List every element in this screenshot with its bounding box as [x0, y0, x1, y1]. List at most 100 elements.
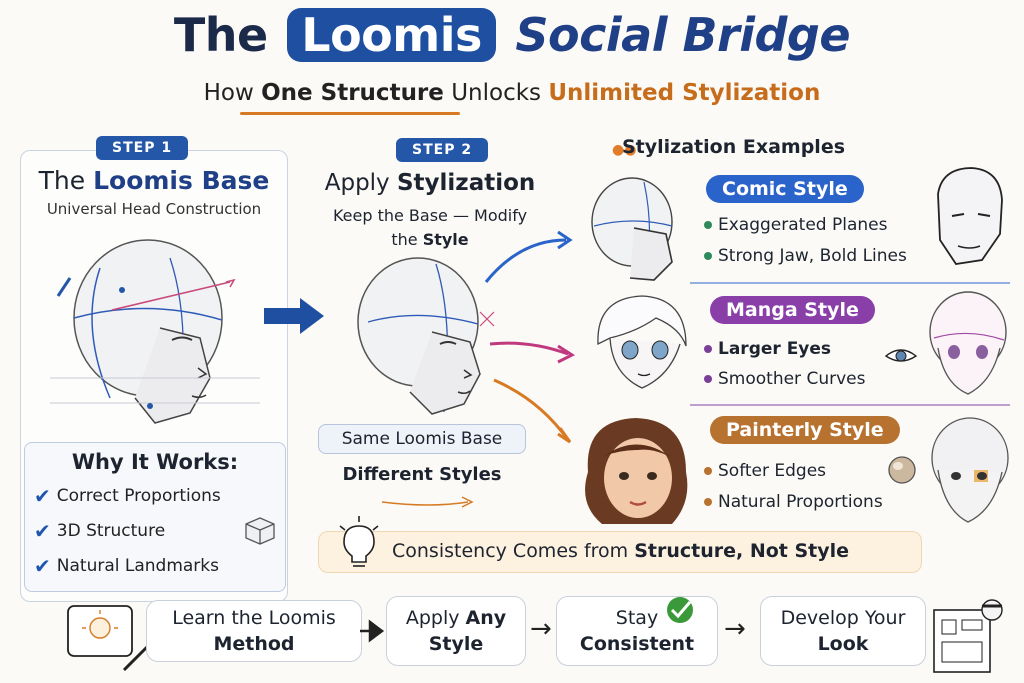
step2-sub-line1: Keep the Base — Modify — [332, 206, 528, 225]
step1-title-part1: The — [38, 166, 86, 195]
bullet-label: Softer Edges — [718, 461, 827, 481]
flow-develop-line1: Develop Your — [780, 607, 906, 629]
flow-apply-line1-bold: Any — [465, 607, 507, 629]
flow-apply-line2: Style — [428, 633, 484, 655]
checkmark-circle-icon — [667, 597, 693, 623]
flow-develop-line2: Look — [817, 633, 869, 655]
step2-badge: STEP 2 — [396, 138, 489, 162]
step2-sub-line2-bold: Style — [422, 230, 469, 249]
step2-sub-line2: the Style — [318, 228, 542, 252]
checkmark-icon: ✔ — [34, 554, 51, 578]
orange-arrow-icon — [381, 496, 474, 508]
painterly-face-icon — [931, 417, 1009, 523]
step2-title: Apply Stylization — [320, 170, 540, 196]
bullet-dot-icon — [704, 345, 712, 353]
step1-badge: STEP 1 — [96, 136, 189, 160]
right-arrow-icon — [264, 298, 324, 334]
tablet-pen-icon — [67, 605, 152, 672]
sketchbook-icon — [933, 599, 1003, 673]
bullet-label: Smoother Curves — [718, 369, 866, 389]
lightbulb-icon — [339, 516, 379, 567]
eye-icon — [884, 349, 918, 362]
arrow-right-icon: → — [724, 614, 746, 644]
painterly-style-pill: Painterly Style — [710, 416, 900, 444]
bullet-dot-icon — [704, 375, 712, 383]
consistency-text: Consistency Comes from Structure, Not St… — [392, 540, 849, 562]
subtitle-part1: How — [203, 80, 254, 106]
orange-dots-icon: ●● — [612, 142, 637, 158]
check-label: Natural Landmarks — [56, 556, 219, 576]
checkmark-icon: ✔ — [34, 519, 51, 543]
subtitle: How One Structure Unlocks Unlimited Styl… — [0, 80, 1024, 106]
step2-sub-line2-part1: the — [391, 230, 418, 249]
why-it-works-box — [24, 442, 286, 592]
flow-step-learn: Learn the Loomis Method — [146, 600, 362, 662]
manga-face-icon — [929, 291, 1007, 395]
bullet-dot-icon — [704, 467, 712, 475]
consistency-text-bold: Structure, Not Style — [634, 540, 850, 562]
subtitle-part2: Unlocks — [451, 80, 542, 106]
bullet-dot-icon — [704, 221, 712, 229]
sphere-icon — [888, 456, 916, 484]
why-it-works-title: Why It Works: — [71, 450, 239, 474]
step1-subtitle: Universal Head Construction — [46, 200, 262, 218]
checkmark-icon: ✔ — [34, 484, 51, 508]
flow-consistent-line2: Consistent — [579, 633, 695, 655]
arrow-right-icon: → — [530, 614, 552, 644]
painterly-bullet: Softer Edges — [704, 461, 826, 481]
step1-title: The Loomis Base — [20, 166, 288, 195]
stylized-head-illustration — [357, 257, 495, 415]
manga-head-icon — [597, 295, 687, 389]
consistency-banner — [318, 531, 922, 573]
manga-divider — [690, 404, 1010, 406]
flow-apply-line1-part1: Apply — [405, 607, 460, 629]
flow-step-develop: Develop Your Look — [760, 596, 926, 666]
painterly-bullet: Natural Proportions — [704, 492, 883, 512]
subtitle-underline — [240, 112, 460, 115]
bullet-label: Exaggerated Planes — [718, 215, 888, 235]
examples-header: Stylization Examples — [622, 136, 846, 158]
style-arrows — [484, 230, 576, 444]
check-label: 3D Structure — [56, 521, 166, 541]
manga-bullet: Smoother Curves — [704, 369, 865, 389]
different-styles-label: Different Styles — [342, 464, 502, 485]
comic-divider — [690, 282, 1010, 284]
arrow-right-icon — [360, 619, 385, 643]
subtitle-bold: One Structure — [261, 80, 444, 106]
manga-bullet: Larger Eyes — [704, 339, 831, 359]
loomis-head-illustration — [50, 239, 260, 424]
comic-head-icon — [591, 177, 673, 281]
consistency-text-part1: Consistency Comes from — [392, 540, 629, 562]
comic-face-icon — [937, 167, 1003, 265]
check-item: ✔ Natural Landmarks — [34, 554, 219, 578]
bullet-label: Strong Jaw, Bold Lines — [718, 246, 907, 266]
check-item: ✔ 3D Structure — [34, 519, 165, 543]
title-part2: Social Bridge — [515, 8, 851, 62]
flow-learn-line1: Learn the Loomis — [172, 607, 336, 629]
bullet-dot-icon — [704, 252, 712, 260]
same-base-box: Same Loomis Base — [318, 424, 526, 454]
bullet-dot-icon — [704, 498, 712, 506]
flow-step-apply: Apply Any Style — [386, 596, 526, 666]
cube-icon — [245, 517, 275, 545]
painterly-head-icon — [585, 418, 688, 524]
title-part1: The — [173, 8, 268, 62]
subtitle-orange: Unlimited Stylization — [548, 80, 821, 106]
flow-apply-line1: Apply Any — [387, 605, 525, 631]
title-highlight: Loomis — [287, 8, 496, 62]
flow-learn-line2: Method — [213, 633, 295, 655]
comic-bullet: Strong Jaw, Bold Lines — [704, 246, 907, 266]
main-title: The Loomis Social Bridge — [0, 8, 1024, 62]
check-item: ✔ Correct Proportions — [34, 484, 221, 508]
bullet-label: Larger Eyes — [718, 339, 832, 359]
manga-style-pill: Manga Style — [710, 296, 875, 324]
flow-consistent-line1: Stay — [615, 607, 659, 629]
step2-title-bold: Stylization — [396, 170, 536, 196]
comic-style-pill: Comic Style — [706, 175, 864, 203]
step1-title-bold: Loomis Base — [93, 166, 270, 195]
comic-bullet: Exaggerated Planes — [704, 215, 887, 235]
step2-subtitle: Keep the Base — Modify the Style — [318, 204, 542, 252]
bullet-label: Natural Proportions — [718, 492, 883, 512]
check-label: Correct Proportions — [56, 486, 221, 506]
step2-title-part1: Apply — [324, 170, 390, 196]
